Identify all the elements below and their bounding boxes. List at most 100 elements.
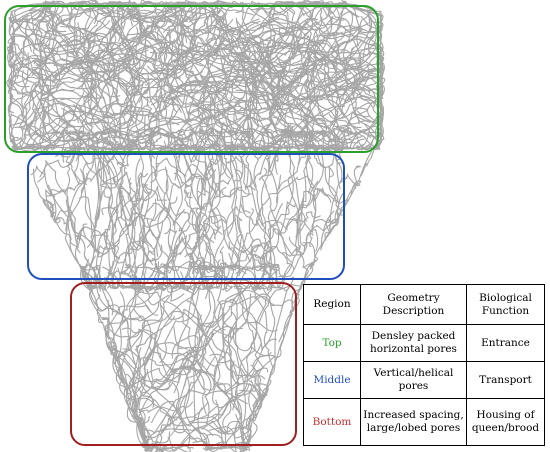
tunnel-strand — [125, 162, 160, 289]
tunnel-strand — [168, 78, 235, 122]
tunnel-strand — [222, 44, 294, 86]
tunnel-strand — [304, 131, 319, 252]
tunnel-strand — [241, 234, 273, 272]
tunnel-strand — [128, 342, 188, 390]
region-table: Region Geometry Description Biological F… — [303, 284, 545, 446]
tunnel-strand — [112, 244, 125, 264]
tunnel-strand — [162, 3, 255, 33]
tunnel-strand — [156, 166, 169, 257]
tunnel-strand — [244, 3, 347, 32]
tunnel-strand — [274, 16, 313, 88]
middle-region-box — [27, 153, 345, 280]
tunnel-strand — [261, 263, 279, 288]
tunnel-strand — [248, 82, 296, 140]
tunnel-strand — [144, 344, 232, 435]
tunnel-strand — [27, 83, 45, 150]
tunnel-strand — [65, 78, 159, 139]
tunnel-strand — [82, 129, 118, 164]
tunnel-strand — [41, 22, 86, 95]
row-region-middle: Middle — [303, 361, 361, 399]
tunnel-strand — [190, 89, 277, 132]
tunnel-strand — [42, 1, 126, 42]
tunnel-strand — [221, 44, 251, 114]
tunnel-strand — [211, 13, 310, 54]
tunnel-strand — [216, 27, 292, 89]
tunnel-strand — [185, 237, 212, 268]
tunnel-strand — [118, 2, 161, 85]
tunnel-strand — [216, 0, 233, 19]
tunnel-strand — [350, 54, 384, 85]
tunnel-strand — [173, 172, 193, 199]
tunnel-strand — [126, 1, 183, 20]
tunnel-strand — [309, 130, 325, 248]
tunnel-strand — [274, 128, 294, 175]
tunnel-strand — [27, 52, 107, 125]
tunnel-strand — [297, 131, 314, 194]
tunnel-strand — [8, 10, 43, 34]
tunnel-strand — [128, 266, 169, 378]
tunnel-strand — [271, 68, 338, 90]
tunnel-strand — [102, 129, 131, 162]
tunnel-strand — [164, 129, 185, 235]
tunnel-strand — [159, 286, 247, 328]
tunnel-strand — [186, 97, 245, 120]
tunnel-strand — [236, 130, 256, 191]
tunnel-strand — [330, 22, 369, 73]
tunnel-strand — [87, 131, 130, 157]
tunnel-strand — [171, 264, 220, 359]
tunnel-strand — [173, 326, 272, 357]
tunnel-strand — [129, 15, 189, 26]
tunnel-strand — [43, 11, 53, 97]
tunnel-strand — [218, 15, 257, 94]
tunnel-strand — [176, 65, 279, 78]
tunnel-strand — [210, 94, 288, 120]
tunnel-strand — [208, 206, 262, 262]
tunnel-strand — [221, 266, 249, 381]
tunnel-strand — [140, 348, 266, 394]
tunnel-strand — [298, 131, 341, 143]
tunnel-strand — [79, 264, 101, 293]
tunnel-strand — [30, 165, 67, 196]
tunnel-strand — [113, 284, 197, 389]
tunnel-strand — [142, 293, 252, 384]
tunnel-strand — [28, 81, 65, 136]
tunnel-strand — [120, 190, 178, 228]
tunnel-strand — [137, 314, 202, 449]
tunnel-strand — [155, 70, 176, 119]
tunnel-strand — [253, 72, 324, 103]
tunnel-strand — [31, 33, 99, 77]
tunnel-strand — [133, 269, 176, 414]
tunnel-strand — [194, 149, 253, 198]
tunnel-strand — [316, 144, 340, 249]
tunnel-strand — [149, 3, 196, 76]
tunnel-strand — [156, 36, 267, 56]
tunnel-strand — [296, 49, 384, 113]
tunnel-strand — [103, 152, 161, 249]
tunnel-strand — [153, 105, 235, 150]
tunnel-strand — [25, 130, 61, 149]
row-function-bottom: Housing of queen/brood — [466, 398, 545, 446]
tunnel-strand — [259, 131, 271, 271]
tunnel-strand — [136, 67, 204, 93]
tunnel-strand — [59, 32, 121, 98]
tunnel-strand — [89, 58, 143, 91]
tunnel-strand — [183, 75, 247, 123]
tunnel-strand — [192, 148, 219, 234]
tunnel-strand — [8, 14, 29, 120]
tunnel-strand — [25, 110, 116, 134]
tunnel-strand — [342, 61, 384, 106]
tunnel-strand — [139, 35, 185, 95]
tunnel-strand — [260, 17, 318, 95]
tunnel-strand — [250, 1, 360, 18]
tunnel-strand — [230, 157, 265, 263]
tunnel-strand — [95, 184, 141, 269]
tunnel-strand — [328, 110, 382, 125]
tunnel-strand — [91, 264, 114, 316]
tunnel-strand — [198, 266, 277, 352]
tunnel-strand — [86, 148, 108, 248]
tunnel-strand — [240, 203, 262, 226]
tunnel-strand — [234, 266, 276, 385]
tunnel-strand — [256, 24, 318, 53]
tunnel-strand — [170, 293, 268, 371]
tunnel-strand — [51, 62, 133, 122]
